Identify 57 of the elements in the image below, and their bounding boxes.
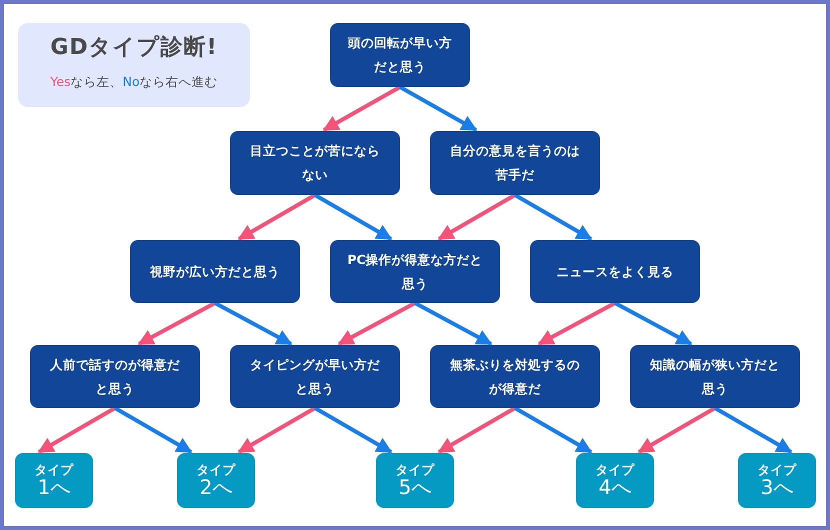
node-text: タイプ: [196, 462, 236, 476]
arrow: [399, 85, 478, 132]
result-text: 2へ: [200, 476, 232, 498]
node-text: 知識の幅が狭い方だと思う: [648, 356, 781, 398]
result-box: [177, 453, 255, 508]
result-text: 4へ: [598, 476, 632, 498]
question-box: [430, 131, 600, 195]
arrow: [322, 85, 401, 132]
node-text: 自分の意見を言うのは苦手だ: [449, 142, 581, 184]
question-box: [430, 345, 600, 408]
arrow: [114, 406, 192, 454]
arrow: [514, 406, 592, 454]
result-box: [738, 453, 816, 508]
question-box: [330, 240, 500, 303]
arrow: [414, 301, 492, 346]
question-box: [530, 240, 700, 303]
node-text: タイプ: [34, 462, 74, 476]
arrow: [238, 406, 316, 454]
result-text: 1へ: [38, 476, 70, 498]
arrow: [514, 193, 592, 241]
node-text: 人前で話すのが得意だと思う: [49, 356, 181, 398]
question-box: [230, 131, 400, 195]
question-box: [630, 345, 800, 408]
question-box: [330, 23, 470, 87]
arrow: [238, 193, 316, 241]
arrow: [314, 406, 392, 454]
arrow: [314, 193, 392, 241]
instruction-text: Yesなら左、Noなら右へ進む: [49, 74, 219, 91]
node-text: タイプ: [396, 462, 434, 476]
arrow: [214, 301, 292, 346]
node-text: ニュースをよく見る: [556, 262, 674, 280]
arrow: [538, 301, 616, 346]
node-text: 頭の回転が早い方だと思う: [347, 34, 453, 76]
result-box: [376, 453, 454, 508]
node-text: タイピングが早い方だと思う: [249, 356, 381, 398]
arrow: [338, 301, 416, 346]
title: GDタイプ診断!: [49, 34, 219, 62]
arrow: [438, 193, 516, 241]
result-box: [576, 453, 654, 508]
arrow: [38, 406, 116, 454]
question-box: [130, 240, 300, 303]
node-text: PC操作が得意な方だと思う: [346, 250, 484, 293]
node-text: タイプ: [596, 462, 634, 476]
result-box: [15, 453, 93, 508]
arrow: [138, 301, 216, 346]
node-text: タイプ: [758, 462, 796, 476]
arrow: [614, 301, 692, 346]
question-box: [30, 345, 200, 408]
arrow: [714, 406, 792, 454]
arrow: [638, 406, 716, 454]
question-box: [230, 345, 400, 408]
result-text: 5へ: [398, 476, 432, 498]
result-text: 3へ: [760, 476, 794, 498]
node-text: 視野が広い方だと思う: [150, 262, 280, 281]
node-text: 目立つことが苦にならない: [249, 142, 381, 184]
node-text: 無茶ぶりを対処するのが得意だ: [449, 356, 581, 398]
arrow: [438, 406, 516, 454]
